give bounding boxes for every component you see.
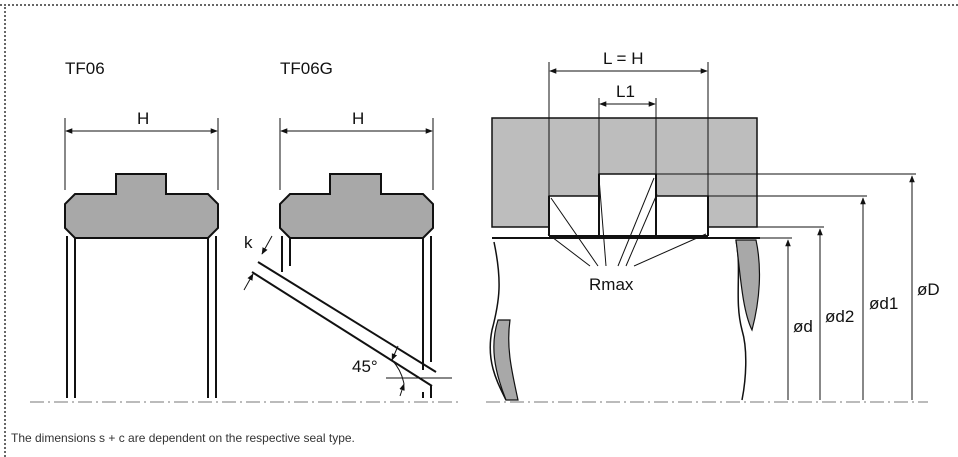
od1-label: ød1 [869, 294, 898, 313]
tf06g-h-label: H [352, 109, 364, 128]
tf06g-k-label: k [244, 233, 253, 252]
shaft-break-left-shade [493, 319, 519, 401]
tf06-h-label: H [137, 109, 149, 128]
shaft-break-right-shade [735, 239, 761, 332]
od-label: ød [793, 317, 813, 336]
l-h-label: L = H [603, 49, 643, 68]
rmax-leader-1 [550, 197, 599, 267]
tf06g-angle-arrow-bottom [399, 383, 405, 397]
frame-border-left [4, 4, 6, 457]
housing-installation: L = H L1 Rmax ød ød2 ød1 øD [489, 49, 940, 401]
frame-border-top [0, 4, 958, 6]
tf06g-k-arrow-bottom [243, 273, 254, 291]
od2-label: ød2 [825, 307, 854, 326]
oD-label: øD [917, 280, 940, 299]
tf06g-cut-line-lower [251, 271, 433, 387]
tf06g-label: TF06G [280, 59, 333, 78]
tf06-seal-ring [64, 173, 219, 239]
rmax-leader-6 [547, 233, 591, 267]
tf06g-seal-ring [279, 173, 434, 239]
tf06g-k-arrow-top [261, 235, 273, 255]
tf06g-angle-arc [391, 359, 405, 385]
tf06g-profile: TF06G H k 45° [243, 59, 452, 398]
tf06-label: TF06 [65, 59, 105, 78]
caption-note: The dimensions s + c are dependent on th… [11, 431, 355, 445]
tf06-profile: TF06 H [64, 59, 219, 398]
rmax-leader-2 [598, 177, 607, 267]
tf06g-cut-line-upper [257, 261, 437, 373]
rmax-label: Rmax [589, 275, 634, 294]
rmax-leader-3 [617, 177, 655, 267]
shaft-break-left [489, 241, 507, 401]
housing-body [491, 117, 758, 228]
l1-label: L1 [616, 82, 635, 101]
tf06g-angle-arrow-top [391, 345, 399, 361]
tf06g-angle-label: 45° [352, 357, 378, 376]
rmax-leader-5 [633, 233, 707, 267]
rmax-leader-4 [625, 193, 658, 267]
